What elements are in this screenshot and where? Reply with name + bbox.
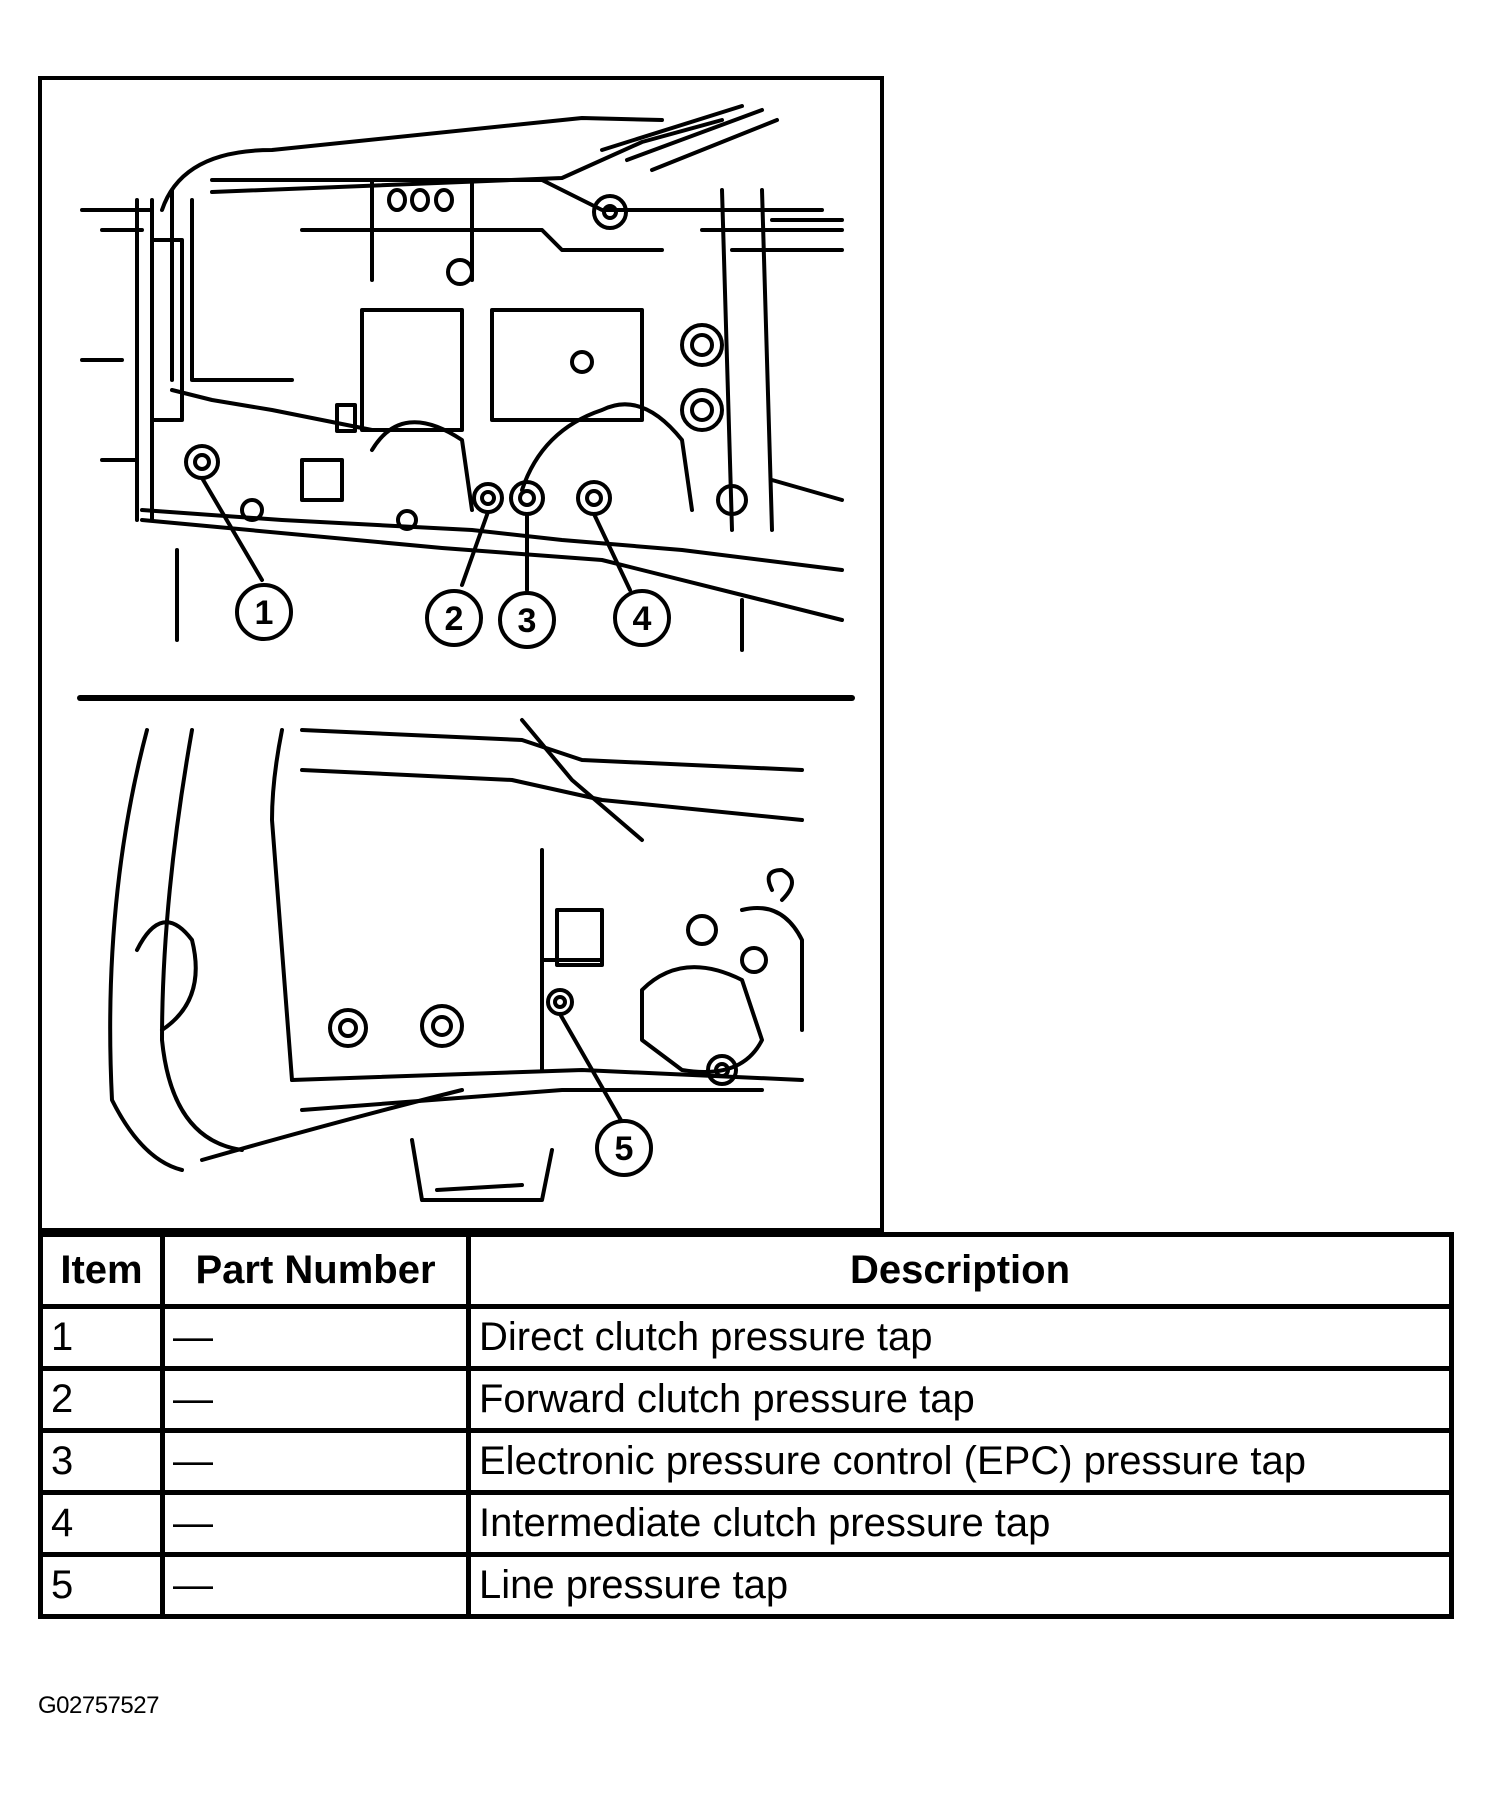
table-header-row: Item Part Number Description — [38, 1232, 1454, 1309]
cell-description: Line pressure tap — [466, 1552, 1454, 1619]
upper-view-drawing — [80, 104, 844, 652]
cell-item: 4 — [38, 1490, 165, 1557]
callout-circle-1 — [235, 583, 293, 641]
callout-label-3: 3 — [518, 602, 537, 640]
cell-description: Electronic pressure control (EPC) pressu… — [466, 1428, 1454, 1495]
cell-item: 2 — [38, 1366, 165, 1433]
cell-part-number: — — [160, 1428, 471, 1495]
figure-frame: 1 2 3 4 5 — [38, 76, 884, 1232]
cell-part-number: — — [160, 1552, 471, 1619]
table-row: 3 — Electronic pressure control (EPC) pr… — [38, 1428, 1454, 1495]
lower-view-drawing — [108, 718, 804, 1202]
table-row: 5 — Line pressure tap — [38, 1552, 1454, 1619]
cell-description: Intermediate clutch pressure tap — [466, 1490, 1454, 1557]
header-item: Item — [38, 1232, 165, 1309]
callout-label-4: 4 — [633, 600, 652, 638]
cell-part-number: — — [160, 1490, 471, 1557]
cell-item: 1 — [38, 1304, 165, 1371]
cell-description: Direct clutch pressure tap — [466, 1304, 1454, 1371]
callout-label-5: 5 — [615, 1130, 634, 1168]
callout-circle-2 — [425, 589, 483, 647]
transmission-line-drawing: 1 2 3 4 5 — [77, 104, 855, 1202]
callout-circle-4 — [613, 589, 671, 647]
figure-code: G02757527 — [38, 1692, 159, 1719]
table-row: 4 — Intermediate clutch pressure tap — [38, 1490, 1454, 1557]
header-description: Description — [466, 1232, 1454, 1309]
callout-circle-5 — [595, 1119, 653, 1177]
cell-part-number: — — [160, 1366, 471, 1433]
callout-circle-3 — [498, 591, 556, 649]
table-row: 1 — Direct clutch pressure tap — [38, 1304, 1454, 1371]
table-row: 2 — Forward clutch pressure tap — [38, 1366, 1454, 1433]
cell-description: Forward clutch pressure tap — [466, 1366, 1454, 1433]
header-part-number: Part Number — [160, 1232, 471, 1309]
cell-item: 5 — [38, 1552, 165, 1619]
callout-label-2: 2 — [445, 600, 464, 638]
parts-table: Item Part Number Description 1 — Direct … — [38, 1232, 1454, 1619]
callout-label-1: 1 — [255, 594, 274, 632]
cell-item: 3 — [38, 1428, 165, 1495]
cell-part-number: — — [160, 1304, 471, 1371]
